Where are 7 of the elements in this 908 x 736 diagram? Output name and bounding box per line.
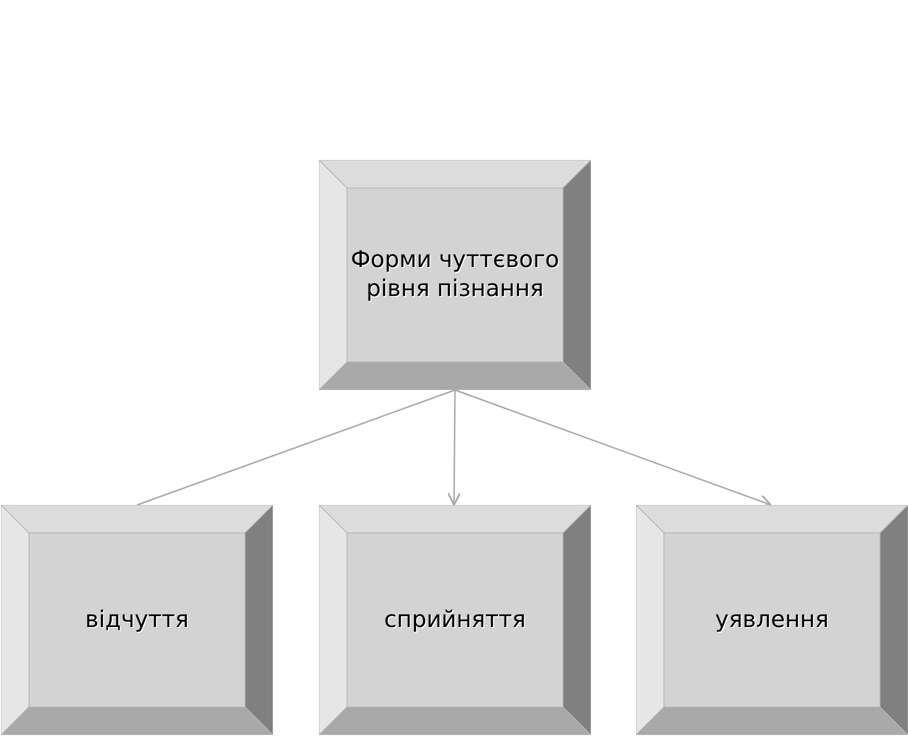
arrow: [454, 389, 772, 508]
connector-line: [136, 389, 456, 506]
box-label: сприйняття: [384, 606, 526, 634]
box-label: уявлення: [715, 606, 829, 634]
box-label: Форми чуттєвого рівня пізнання: [350, 246, 560, 304]
arrow: [447, 390, 461, 506]
box-label: відчуття: [85, 606, 189, 634]
